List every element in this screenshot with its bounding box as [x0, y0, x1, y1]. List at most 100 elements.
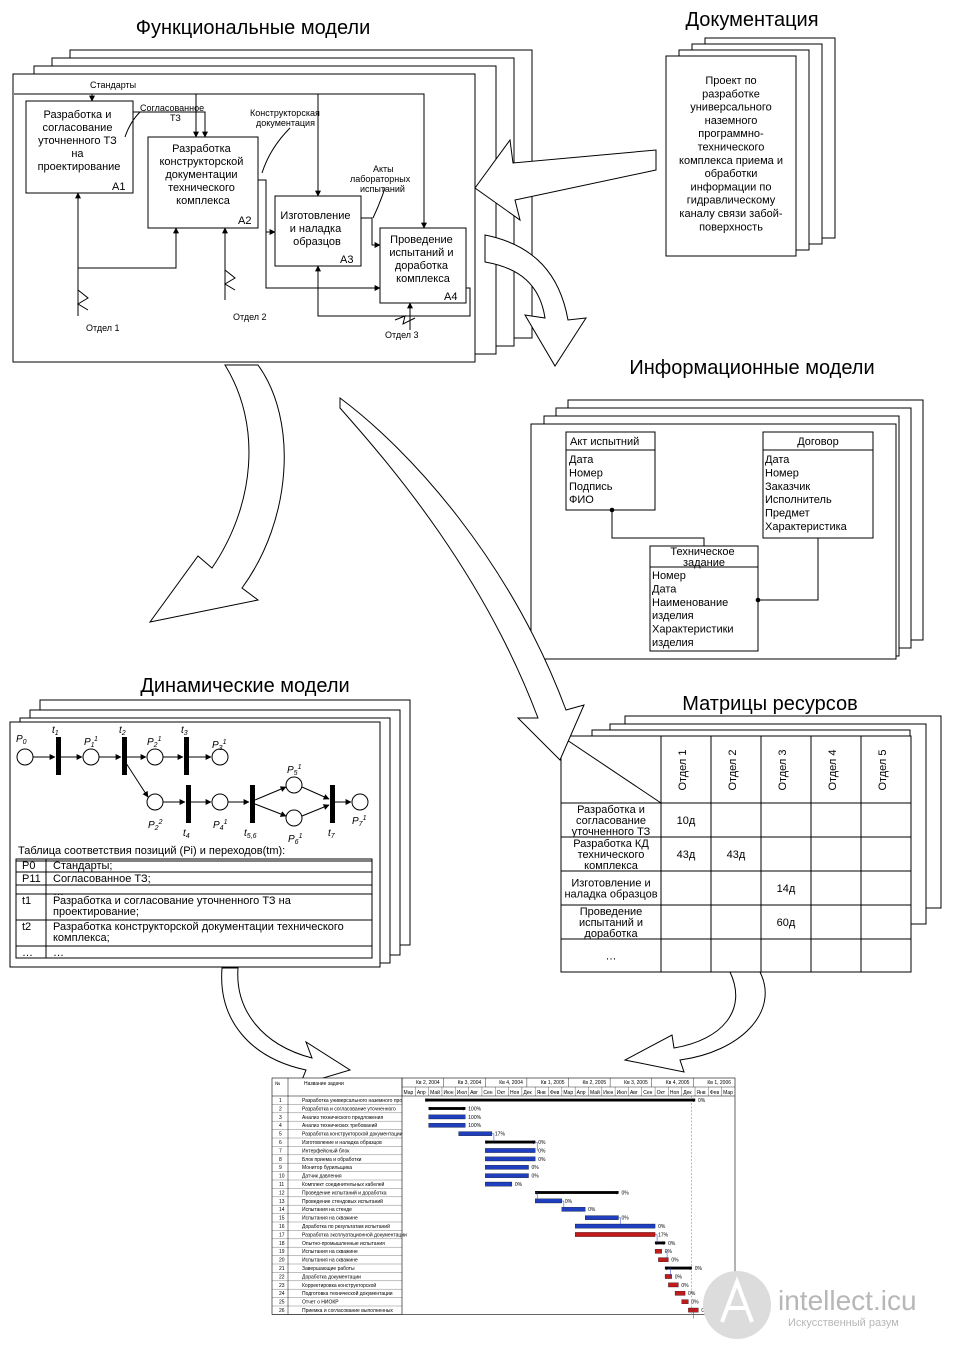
gantt-task-num: 24 — [279, 1291, 285, 1297]
flow-arrow-func-to-matrix — [339, 397, 585, 761]
matrix-corner-diagonal — [560, 735, 662, 804]
gantt-bar-percent: 100% — [468, 1123, 481, 1129]
watermark-tagline: Искусственный разум — [788, 1317, 899, 1329]
gantt-task-num: 12 — [279, 1190, 285, 1196]
gantt-bar-percent: 17% — [658, 1232, 669, 1238]
gantt-task-name: Испытания на стенде — [302, 1207, 352, 1213]
gantt-task-name: Разработка эксплуатационной документации — [302, 1231, 407, 1238]
gantt-header-name: Название задачи — [304, 1081, 344, 1087]
matrix-row-label: Разработка КД — [573, 838, 649, 850]
gantt-quarter: Кв 2, 2005 — [583, 1080, 607, 1086]
gantt-task-num: 21 — [279, 1266, 285, 1272]
gantt-task-name: Проведение испытаний и доработка — [302, 1189, 387, 1196]
gantt-month: Июн — [443, 1090, 453, 1096]
gantt-task-name: Комплект соединительных кабелей — [302, 1181, 385, 1188]
relation-contract-tz — [758, 538, 819, 601]
functional-models-title: Функциональные модели — [136, 17, 371, 39]
gantt-quarter: Кв 4, 2004 — [499, 1080, 523, 1086]
label-dept-3: Отдел 3 — [385, 330, 419, 340]
matrix-column-header: Отдел 3 — [777, 750, 789, 791]
gantt-bar — [485, 1148, 536, 1153]
gantt-month: Окт — [497, 1090, 506, 1096]
idef0-block-a2 — [147, 136, 259, 229]
matrix-row-label: технического — [578, 849, 645, 861]
matrix-cell: 43д — [727, 849, 746, 861]
petri-row-code: … — [22, 947, 33, 959]
gantt-bar — [485, 1140, 536, 1144]
svg-text:P11: P11 — [84, 736, 98, 749]
gantt-task-num: 22 — [279, 1274, 285, 1280]
gantt-task-name: Датчик давления — [302, 1174, 342, 1180]
gantt-task-num: 8 — [279, 1157, 282, 1163]
label-agreed-tz: Согласованное ТЗ — [140, 103, 207, 123]
gantt-month: Май — [430, 1089, 440, 1096]
gantt-task-name: Испытания на скважине — [302, 1258, 358, 1264]
gantt-link — [665, 1251, 668, 1260]
gantt-task-name: Разработка конструкторской документации — [302, 1131, 403, 1138]
gantt-task-name: Доработка по результатам испытаний — [302, 1223, 390, 1230]
petri-table-row: … — [53, 886, 64, 898]
gantt-bar — [654, 1241, 666, 1245]
gantt-bar — [428, 1123, 466, 1128]
gantt-task-name: Анализ технического предложения — [302, 1115, 383, 1121]
gantt-link — [618, 1217, 621, 1227]
label-dept-1: Отдел 1 — [86, 323, 120, 333]
gantt-bar — [658, 1257, 669, 1262]
gantt-bar-percent: 0% — [565, 1199, 573, 1205]
gantt-task-num: 5 — [279, 1132, 282, 1138]
gantt-bar-percent: 0% — [675, 1274, 683, 1280]
gantt-month: Мар — [723, 1090, 733, 1096]
gantt-month: Сен — [643, 1090, 652, 1096]
gantt-month: Дек — [523, 1090, 532, 1096]
functional-models-group: Функциональные модели Разработка и согла… — [12, 17, 533, 363]
petri-row-code: t2 — [22, 921, 31, 933]
label-lab-tests: Акты лабораторных испытаний — [350, 164, 413, 194]
gantt-bar-percent: 0% — [621, 1190, 629, 1196]
gantt-bar — [575, 1223, 656, 1229]
gantt-month: Мар — [404, 1090, 414, 1096]
svg-text:P31: P31 — [212, 739, 227, 752]
matrix-cell: 43д — [677, 849, 696, 861]
gantt-bar-percent: 0% — [538, 1148, 546, 1154]
petri-row-text: проектирование; — [53, 906, 139, 918]
svg-text:P41: P41 — [213, 819, 228, 832]
flow-arrow-func-to-dyn — [148, 364, 285, 623]
matrix-row-label: доработка — [584, 928, 638, 940]
gantt-task-name: Проведение стендовых испытаний — [302, 1198, 383, 1205]
gantt-bar — [535, 1191, 619, 1194]
gantt-bar — [458, 1131, 493, 1136]
gantt-bar — [535, 1198, 562, 1204]
gantt-bar — [654, 1249, 662, 1254]
idef0-block-a1 — [25, 100, 134, 194]
flow-arrows — [148, 138, 766, 1086]
petri-row-text: комплекса; — [53, 932, 110, 944]
gantt-bar — [681, 1299, 689, 1304]
gantt-bar-percent: 0% — [665, 1249, 673, 1255]
entity-tz-title: Техническое задание — [670, 546, 737, 569]
svg-text:t7: t7 — [328, 828, 336, 840]
gantt-bar — [485, 1156, 536, 1162]
gantt-task-name: Разработка универсального наземного про — [302, 1098, 402, 1104]
svg-text:t4: t4 — [183, 828, 190, 840]
gantt-row: 5 Разработка конструкторской документации… — [272, 1131, 505, 1139]
svg-text:P0: P0 — [16, 734, 27, 746]
dynamic-models-group: Динамические модели — [9, 675, 411, 968]
gantt-quarter: Кв 1, 2005 — [541, 1080, 565, 1086]
